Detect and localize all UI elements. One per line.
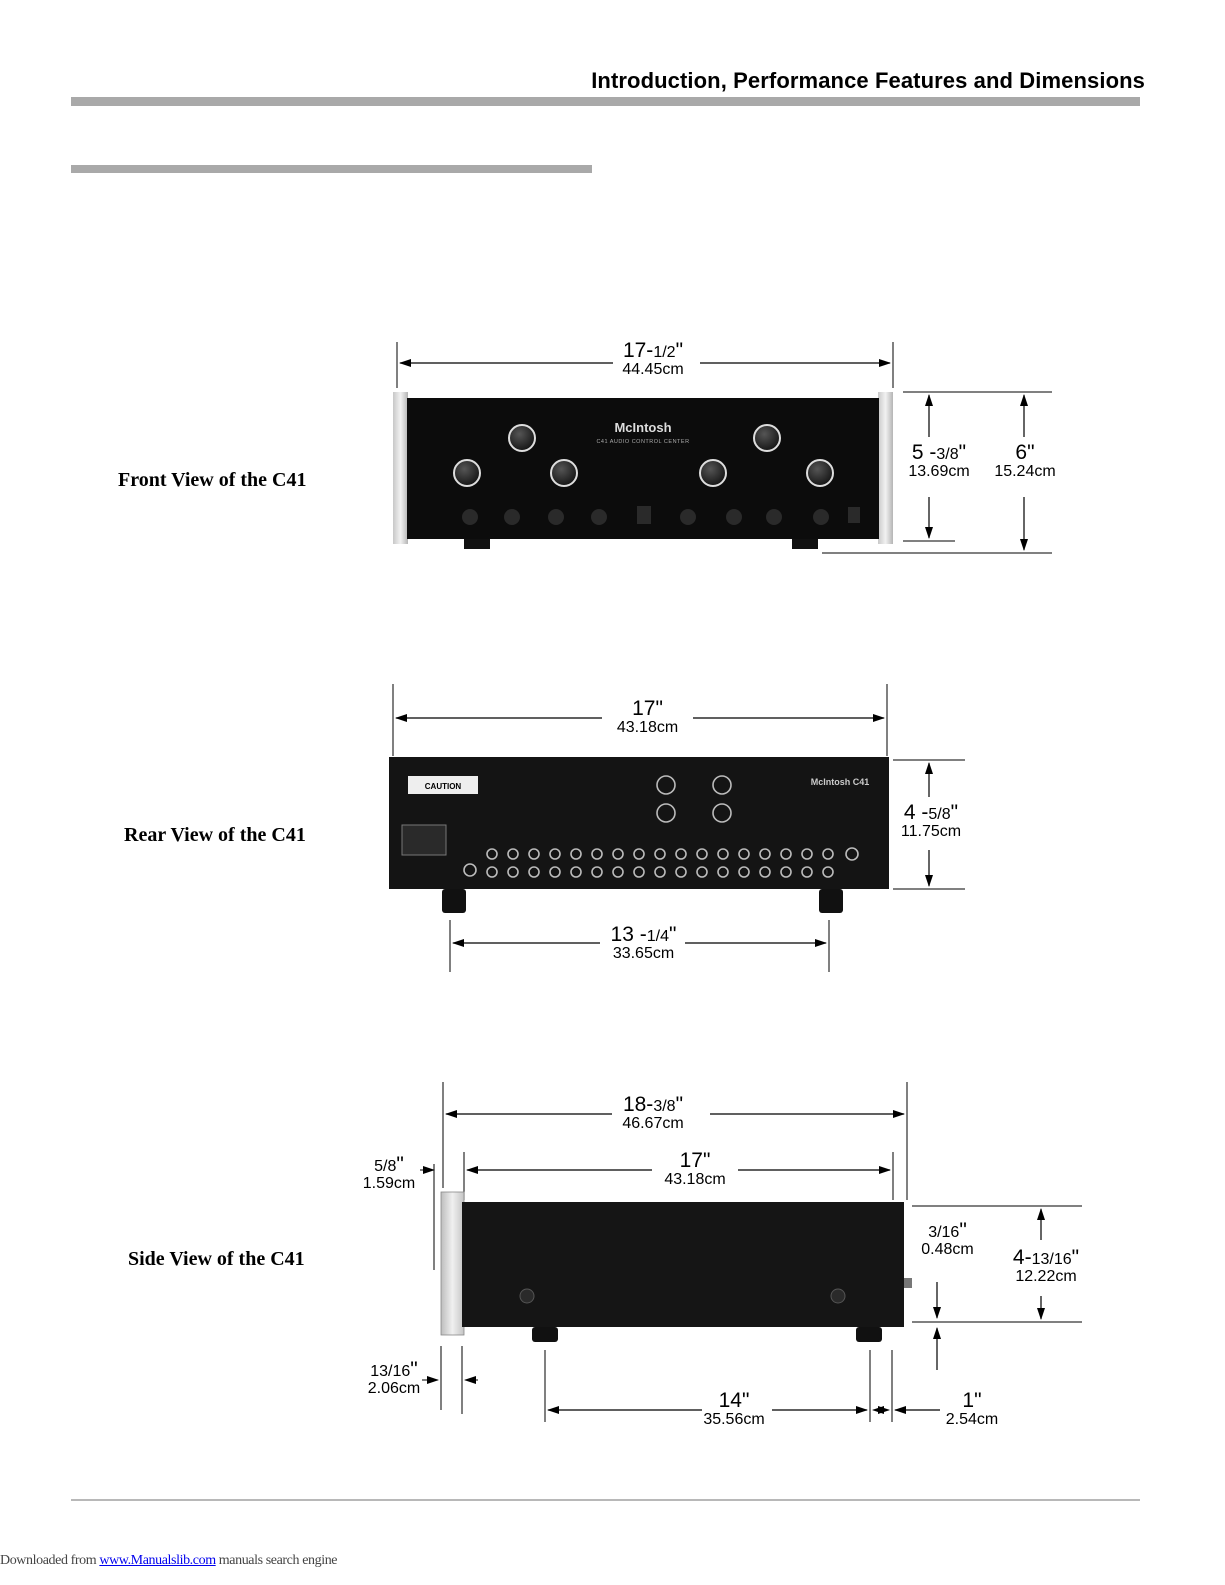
- side-view-label: Side View of the C41: [128, 1248, 305, 1270]
- side-overall-dimension: 18-3/8" 46.67cm: [622, 1093, 684, 1133]
- rear-foot-left: [442, 889, 466, 913]
- side-front-panel: [440, 1191, 465, 1336]
- front-foot-right: [792, 539, 818, 549]
- front-body-height-dimension: 5 -3/8" 13.69cm: [908, 441, 970, 481]
- front-right-handle: [878, 392, 893, 544]
- page-header-title: Introduction, Performance Features and D…: [591, 68, 1145, 93]
- front-total-height-dimension: 6" 15.24cm: [994, 441, 1056, 481]
- button-2: [504, 509, 520, 525]
- button-6: [726, 509, 742, 525]
- rear-height-dimension: 4 -5/8" 11.75cm: [900, 801, 962, 841]
- button-1: [462, 509, 478, 525]
- front-model-line: C41 AUDIO CONTROL CENTER: [596, 439, 689, 445]
- knob-listen: [753, 424, 781, 452]
- side-knob-dimension: 5/8" 1.59cm: [362, 1153, 416, 1193]
- button-4: [591, 509, 607, 525]
- side-post-dimension: 3/16" 0.48cm: [921, 1219, 974, 1259]
- front-width-dimension: 17-1/2" 44.45cm: [622, 339, 684, 379]
- side-view-drawing: [420, 1082, 1082, 1422]
- front-buttons: [462, 506, 860, 525]
- section-rule: [71, 165, 592, 173]
- side-foot-front: [532, 1327, 558, 1342]
- front-power-switch: [848, 507, 860, 523]
- side-chassis-dimension: 17" 43.18cm: [664, 1149, 726, 1189]
- side-height-dimension: 4-13/16" 12.22cm: [1012, 1246, 1080, 1286]
- knob-balance: [699, 459, 727, 487]
- rear-feet-dimension: 13 -1/4" 33.65cm: [610, 923, 677, 963]
- front-view-label: Front View of the C41: [118, 469, 307, 491]
- side-rear-foot-dimension: 1" 2.54cm: [945, 1389, 999, 1429]
- front-foot-left: [464, 539, 490, 549]
- button-3: [548, 509, 564, 525]
- rear-view-drawing: CAUTION McIntosh C41: [389, 684, 965, 972]
- button-8: [813, 509, 829, 525]
- rear-view-label: Rear View of the C41: [124, 824, 306, 846]
- rear-connector-grid: [463, 775, 859, 878]
- footer-rule: [71, 1499, 1140, 1501]
- rear-brand-label: McIntosh C41: [811, 777, 870, 787]
- front-view-drawing: McIntosh C41 AUDIO CONTROL CENTER: [393, 342, 1052, 554]
- footer-prefix: Downloaded from: [0, 1553, 100, 1568]
- rear-width-dimension: 17" 43.18cm: [616, 697, 679, 737]
- rear-ac-inlet: [401, 824, 447, 856]
- side-foot-rear: [856, 1327, 882, 1342]
- front-brand-logo: McIntosh: [614, 420, 671, 435]
- button-5: [680, 509, 696, 525]
- rear-caution-label: [408, 776, 478, 794]
- front-left-handle: [393, 392, 408, 544]
- knob-mode: [453, 459, 481, 487]
- front-knobs: [453, 424, 834, 487]
- knob-record: [508, 424, 536, 452]
- side-front-panel-dimension: 13/16" 2.06cm: [367, 1358, 421, 1398]
- front-display: [637, 506, 651, 524]
- manualslib-link[interactable]: www.Manualslib.com: [99, 1553, 216, 1568]
- knob-volume: [806, 459, 834, 487]
- rear-foot-right: [819, 889, 843, 913]
- side-screw-right: [830, 1288, 846, 1304]
- footer-suffix: manuals search engine: [215, 1553, 338, 1568]
- button-7: [766, 509, 782, 525]
- header-rule: [71, 97, 1140, 106]
- side-rear-post: [904, 1278, 912, 1288]
- side-screw-left: [519, 1288, 535, 1304]
- side-chassis: [462, 1202, 904, 1327]
- knob-treble: [550, 459, 578, 487]
- rear-caution-text: CAUTION: [425, 782, 462, 791]
- footer-credit: Downloaded from www.Manualslib.com manua…: [0, 1553, 338, 1569]
- side-feet-dimension: 14" 35.56cm: [703, 1389, 765, 1429]
